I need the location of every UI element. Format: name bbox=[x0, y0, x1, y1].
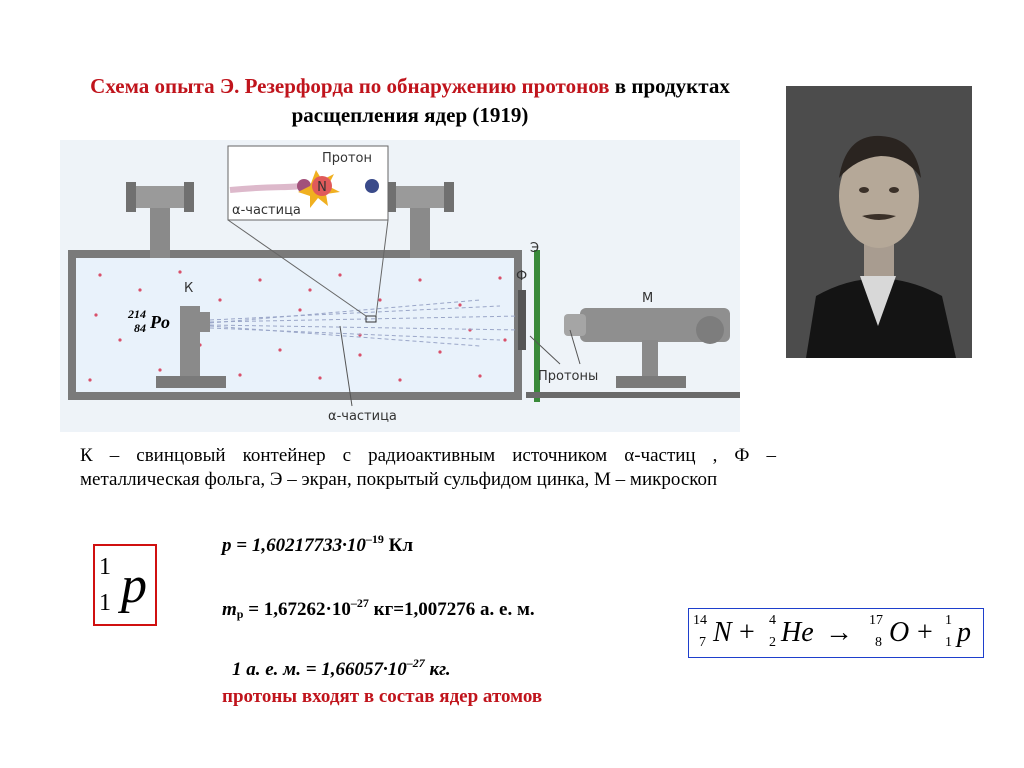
title-red-part: Схема опыта Э. Резерфорда по обнаружению… bbox=[90, 74, 610, 98]
label-alpha-bottom: α-частица bbox=[328, 409, 397, 424]
label-n: N bbox=[317, 180, 327, 195]
lead-container-k bbox=[180, 306, 200, 380]
charge-lhs: p = 1,60217733·10 bbox=[222, 535, 366, 556]
title-black-part: в продуктах расщепления ядер (1919) bbox=[291, 74, 730, 127]
proton-charge-number: 1 bbox=[99, 590, 111, 616]
proton-mass-formula: mp = 1,67262·10–27 кг=1,007276 а. е. м. bbox=[222, 596, 535, 622]
po-num: 84 bbox=[134, 321, 146, 335]
proton-symbol: p bbox=[121, 557, 147, 614]
proton-symbol-box: 1 1 p bbox=[93, 544, 157, 626]
p-mass: 1 bbox=[945, 613, 952, 628]
n-symbol: N bbox=[713, 617, 732, 648]
rutherford-portrait bbox=[786, 86, 972, 358]
charge-exponent: –19 bbox=[365, 532, 384, 546]
label-m: М bbox=[642, 291, 653, 306]
nuclear-reaction-equation: 14 7 N + 4 2 He → 17 8 O + 1 1 p bbox=[688, 608, 984, 658]
label-proton: Протон bbox=[322, 151, 372, 166]
o-mass: 17 bbox=[869, 613, 883, 628]
amu-formula: 1 а. е. м. = 1,66057·10–27 кг. bbox=[232, 656, 451, 681]
he-mass: 4 bbox=[769, 613, 776, 628]
label-k: К bbox=[184, 281, 193, 296]
mass-subscript: p bbox=[236, 607, 244, 621]
mass-symbol: m bbox=[222, 599, 237, 620]
label-f: Ф bbox=[516, 269, 527, 284]
label-protons: Протоны bbox=[538, 369, 598, 384]
o-symbol: O bbox=[889, 617, 910, 648]
charge-unit: Кл bbox=[383, 535, 414, 556]
mass-exponent: –27 bbox=[350, 596, 369, 610]
proton-icon bbox=[365, 179, 379, 193]
po-symbol: Po bbox=[149, 312, 170, 332]
alpha-tracks bbox=[209, 299, 521, 347]
slide-title: Схема опыта Э. Резерфорда по обнаружению… bbox=[70, 72, 750, 130]
n-mass: 14 bbox=[693, 613, 707, 628]
microscope-body bbox=[580, 308, 730, 342]
nitrogen-nucleus-icon bbox=[312, 176, 332, 196]
mass-value: = 1,67262·10 bbox=[243, 599, 351, 620]
chamber-interior bbox=[76, 258, 514, 392]
label-e: Э bbox=[530, 241, 539, 256]
rutherford-apparatus-diagram: N Протон α-частица К Э Ф М Протоны α-час… bbox=[60, 140, 740, 432]
amu-lhs: 1 а. е. м. = 1,66057·10 bbox=[232, 659, 407, 680]
plus-2: + bbox=[917, 617, 933, 648]
nitrogen-gas-dots bbox=[88, 270, 507, 382]
right-valve bbox=[390, 186, 450, 208]
metal-foil bbox=[518, 290, 526, 350]
protons-note: протоны входят в состав ядер атомов bbox=[222, 686, 543, 707]
left-valve bbox=[130, 186, 190, 208]
proton-mass-number: 1 bbox=[99, 554, 111, 580]
p-num: 1 bbox=[945, 635, 952, 650]
o-num: 8 bbox=[875, 635, 882, 650]
apparatus-description: К – свинцовый контейнер с радиоактивным … bbox=[80, 445, 776, 490]
mass-rest: кг=1,007276 а. е. м. bbox=[368, 599, 535, 620]
he-num: 2 bbox=[769, 635, 776, 650]
po-mass: 214 bbox=[127, 307, 146, 321]
reaction-arrow: → bbox=[825, 617, 853, 648]
n-num: 7 bbox=[699, 635, 706, 650]
amu-unit: кг. bbox=[424, 659, 451, 680]
he-symbol: He bbox=[781, 617, 814, 648]
amu-exponent: –27 bbox=[406, 656, 425, 670]
label-alpha-top: α-частица bbox=[232, 203, 301, 218]
zinc-sulfide-screen bbox=[534, 250, 540, 402]
p-symbol: p bbox=[957, 617, 971, 648]
plus-1: + bbox=[739, 617, 755, 648]
proton-charge-formula: p = 1,60217733·10–19 Кл bbox=[222, 532, 413, 557]
